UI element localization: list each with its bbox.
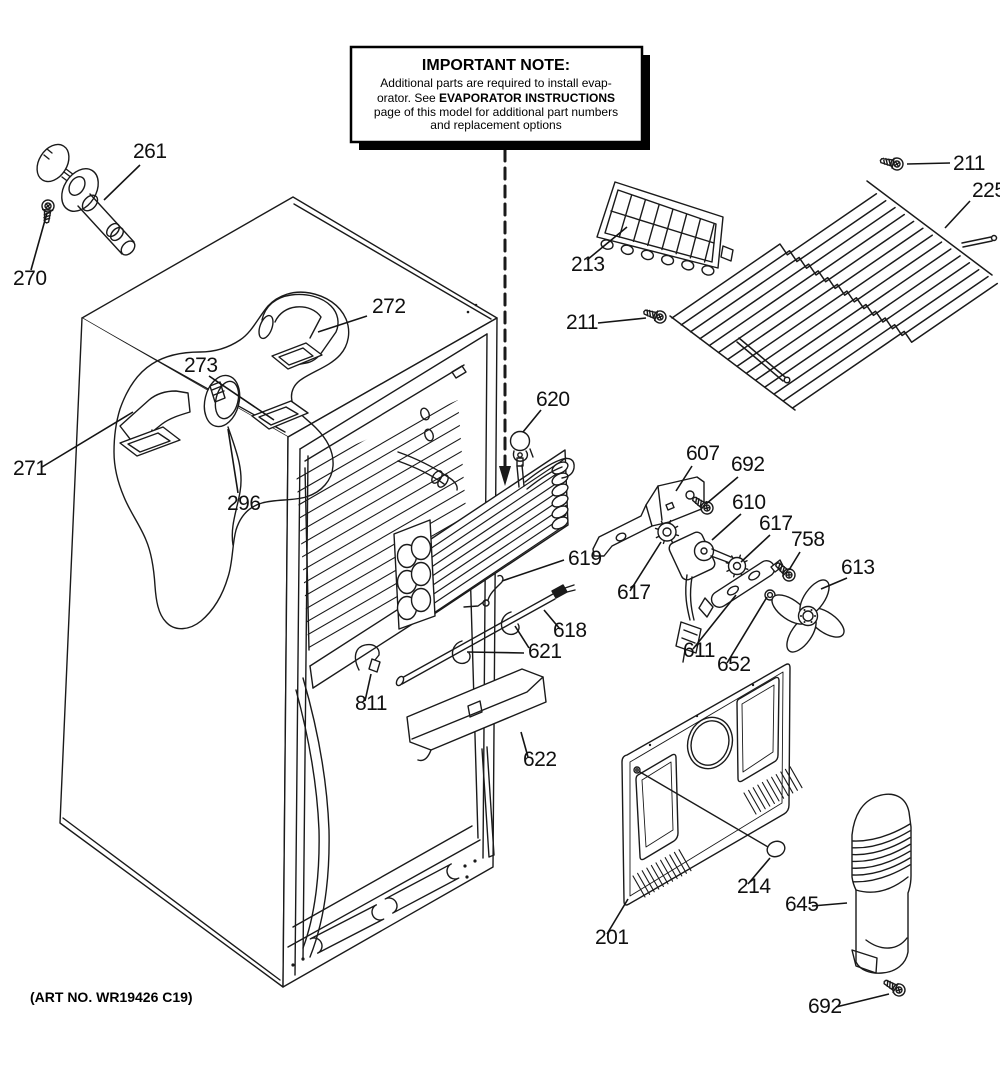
hose-811 <box>354 643 381 673</box>
art-number: (ART NO. WR19426 C19) <box>30 989 193 1005</box>
part-label-692-b: 692 <box>808 995 842 1018</box>
part-label-211-a: 211 <box>953 152 985 175</box>
leader-261 <box>103 164 141 201</box>
fan-bracket-607 <box>592 476 705 557</box>
part-label-296: 296 <box>227 492 261 515</box>
grommet-296 <box>203 374 241 428</box>
drain-trough-622 <box>406 668 547 858</box>
leader-225 <box>944 200 971 229</box>
leader-611 <box>692 594 737 650</box>
locator-arrow <box>499 148 511 486</box>
motor-grommet-617-left <box>654 519 680 545</box>
leader-621-1 <box>514 625 530 649</box>
part-label-213: 213 <box>571 253 605 276</box>
leader-272 <box>317 315 368 333</box>
part-label-617-b: 617 <box>617 581 651 604</box>
leader-213 <box>586 226 628 261</box>
duct-272 <box>258 293 339 370</box>
leader-610 <box>711 513 742 541</box>
part-label-273: 273 <box>184 354 218 377</box>
leader-652 <box>726 596 768 664</box>
part-label-610: 610 <box>732 491 766 514</box>
leader-617-b <box>629 541 662 592</box>
leader-273 <box>208 375 275 421</box>
leader-692-a <box>705 476 739 505</box>
part-label-617-a: 617 <box>759 512 793 535</box>
leader-618 <box>543 609 561 630</box>
part-label-618: 618 <box>553 619 587 642</box>
fan-motor-610 <box>668 531 732 663</box>
duct-271 <box>119 390 191 457</box>
part-label-211-b: 211 <box>566 311 598 334</box>
screw-758 <box>775 562 796 582</box>
defrost-heater-618 <box>395 584 576 687</box>
leader-758 <box>788 551 801 571</box>
leader-271 <box>41 411 134 468</box>
part-label-611: 611 <box>683 639 715 662</box>
grommet-hole-214 <box>766 840 786 858</box>
leader-619 <box>501 559 565 582</box>
note-line3: page of this model for additional part n… <box>374 105 618 119</box>
note-line4: and replacement options <box>430 118 561 132</box>
damper-assembly-261 <box>36 143 136 256</box>
screw-692-bottom <box>883 979 906 997</box>
leader-607 <box>675 465 693 492</box>
part-label-272: 272 <box>372 295 406 318</box>
callout-layer: 261 270 272 273 271 296 213 211 225 211 620 607 692 6… <box>13 140 1000 1018</box>
screws <box>41 157 906 997</box>
leader-811 <box>364 673 372 702</box>
screw-692-top <box>692 496 714 515</box>
part-label-225: 225 <box>972 179 1000 202</box>
part-label-619: 619 <box>568 547 602 570</box>
part-label-613: 613 <box>841 556 875 579</box>
note-title: IMPORTANT NOTE: <box>422 57 570 74</box>
part-label-621: 621 <box>528 640 562 663</box>
screw-270 <box>41 199 55 224</box>
evaporator-coil <box>393 449 575 630</box>
leader-617-a <box>740 534 771 563</box>
ice-tray-213 <box>596 181 734 276</box>
leader-296 <box>227 428 239 494</box>
leader-613 <box>820 577 848 590</box>
part-label-620: 620 <box>536 388 570 411</box>
sensor-620 <box>509 430 534 462</box>
leader-270 <box>30 212 48 271</box>
rear-panel-201 <box>621 663 803 906</box>
part-label-811: 811 <box>355 692 387 715</box>
screw-211-left <box>643 309 667 324</box>
screw-211-top <box>879 157 904 171</box>
part-label-622: 622 <box>523 748 557 771</box>
leader-692-b <box>835 993 890 1008</box>
part-label-758: 758 <box>791 528 825 551</box>
heater-clips-621 <box>451 611 520 665</box>
gasket-pad-273 <box>251 400 309 430</box>
leader-622 <box>520 731 529 758</box>
note-line2: orator. See EVAPORATOR INSTRUCTIONS <box>377 91 615 105</box>
leader-645 <box>811 902 848 907</box>
part-label-270: 270 <box>13 267 47 290</box>
leader-620 <box>522 409 542 433</box>
part-label-645: 645 <box>785 893 819 916</box>
part-label-692-a: 692 <box>731 453 765 476</box>
part-label-652: 652 <box>717 653 751 676</box>
note-line1: Additional parts are required to install… <box>380 76 611 90</box>
leader-214 <box>747 857 771 885</box>
leader-621-0 <box>466 651 525 654</box>
harness-outline <box>113 291 350 630</box>
air-tower-645 <box>851 793 912 974</box>
part-label-271: 271 <box>13 457 47 480</box>
wire-shelf-225 <box>669 180 999 411</box>
part-label-201: 201 <box>595 926 629 949</box>
fan-blade-613 <box>771 579 845 653</box>
leader-211-a <box>906 162 951 165</box>
part-label-607: 607 <box>686 442 720 465</box>
leader-211-b <box>597 317 647 324</box>
part-label-214: 214 <box>737 875 771 898</box>
part-label-261: 261 <box>133 140 167 163</box>
thermostat-wire-619 <box>463 574 504 608</box>
important-note-box: IMPORTANT NOTE: Additional parts are req… <box>349 45 650 150</box>
leader-201 <box>606 898 629 935</box>
